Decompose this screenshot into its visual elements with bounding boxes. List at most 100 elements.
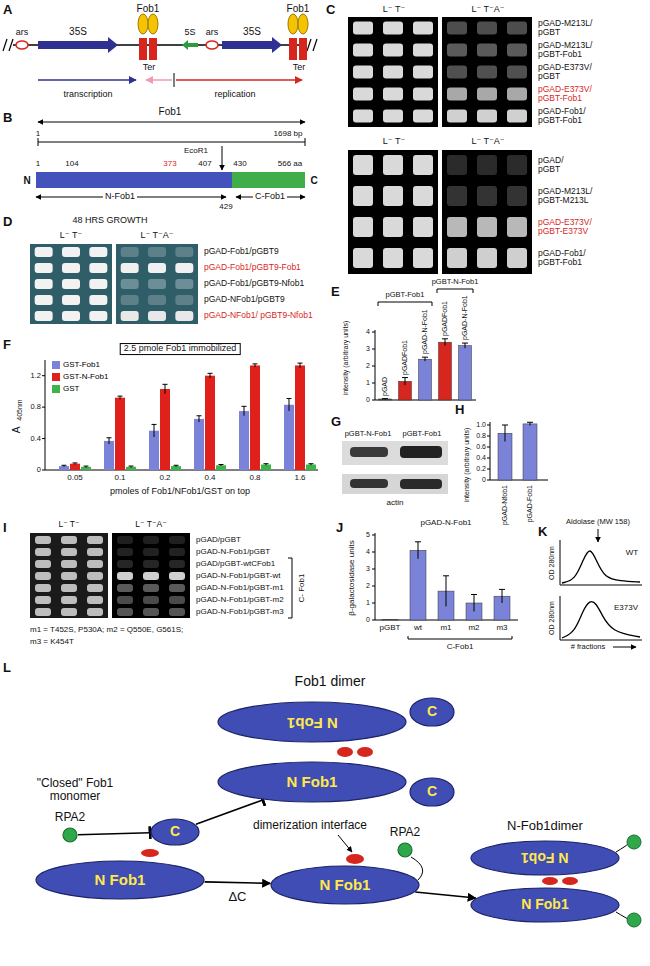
node-text: C [427,704,437,719]
yeast-patch [353,186,373,206]
medium-label: L⁻ T⁻A⁻ [135,520,166,529]
rdna-35s-arrow [38,37,118,53]
ter-site [289,38,297,60]
protein-label: Fob1 [287,3,310,14]
axis-tick: 0.1 [114,474,125,483]
rpa2-circle [63,828,77,842]
strain-label: pGAD-N-Fob1/pGBT-m1 [196,584,284,593]
yeast-patch [507,22,527,35]
bar [306,464,316,470]
node-text: N Fob1 [521,897,568,912]
break-gap [3,40,13,50]
growth-plate [348,17,438,127]
error-cap [287,398,292,399]
panel-letter: G [331,415,341,429]
panel-letter: I [3,521,7,535]
bar-label: pGAD [381,377,389,396]
error-bar [445,339,446,346]
error-bar [446,576,447,607]
yeast-patch [353,217,373,237]
dot-outline [397,842,413,858]
condition-label: 48 HRS GROWTH [72,216,147,226]
tick-mark [372,569,375,570]
chart-h [487,422,548,480]
bar [295,365,305,470]
fragment-label: N-Fob1 [103,192,137,202]
yeast-patch [413,186,433,206]
lane-label: pGBT-Fob1 [403,430,442,438]
trace-label: WT [626,549,638,558]
panel-letter: B [3,111,12,125]
yeast-patch [121,311,139,321]
blot-band [400,479,442,489]
group-bracket [378,302,432,306]
error-cap [73,462,78,463]
yeast-patch [413,110,433,123]
error-cap [208,373,213,374]
error-cap [402,377,408,378]
bar [81,467,91,470]
bar [459,346,472,400]
axis-tick: m3 [496,624,507,633]
c-domain-bar [232,172,305,188]
yeast-patch [35,247,53,257]
yeast-patch [89,295,107,305]
yeast-patch [413,66,433,79]
axis-tick: 0.4 [31,434,41,442]
panel-letter: D [3,215,12,229]
error-cap [415,541,421,542]
blocked-fork-arrow [146,79,172,81]
yeast-patch [143,596,159,604]
yeast-patch [175,247,193,257]
domain-shape [36,861,204,899]
tick-mark [372,332,375,333]
yeast-patch [383,44,403,57]
yeast-patch [353,22,373,35]
bar [216,465,226,470]
bar [70,464,80,470]
rpa2-dot [627,913,641,927]
rdna-35s-arrow [222,37,282,53]
construct-label: pGAD-N-Fob1 [420,519,471,528]
error-cap [152,424,157,425]
error-bar [165,384,166,393]
strain-label: pGAD-E373V/ pGBT [538,63,600,82]
terminus-label: N [23,175,30,186]
error-cap [471,594,477,595]
medium-label: L⁻ T⁻ [60,231,82,241]
domain-shape [218,762,406,802]
ter-site [149,38,157,60]
yeast-patch [62,279,80,289]
strain-label: pGAD-E373V/ pGBT-Fob1 [538,85,600,104]
protein-dot: RPA2 [62,827,78,843]
tick-mark [372,620,375,621]
protein-dot: RPA2 [397,842,413,858]
axis-title: A [11,427,22,434]
yeast-patch [121,279,139,289]
yeast-patch [87,584,103,592]
yeast-patch [89,311,107,321]
bar [104,441,114,470]
model-art [141,747,641,927]
error-cap [197,415,202,416]
bar [261,464,271,470]
y-axis [45,360,46,470]
legend-text: GST-Fob1 [63,361,100,370]
bar [160,389,170,470]
axis-tick: 0.4 [476,454,486,462]
ars-oval [16,41,28,49]
panel-letter: L [3,661,11,675]
legend-item: GST-N-Fob1 [52,373,108,382]
axis-title: β-galactosidase units [348,540,357,615]
bar [205,376,215,470]
site-label: EcoR1 [184,147,208,156]
residue-number: 430 [233,160,246,169]
bar-label: pGADFob1 [441,301,449,336]
trace-axis [560,540,642,585]
inhibition-line [78,833,150,835]
node-text: RPA2 [390,826,420,839]
axis-tick: 0 [366,396,370,404]
yeast-patch [413,155,433,175]
panel-i-art [30,533,292,618]
